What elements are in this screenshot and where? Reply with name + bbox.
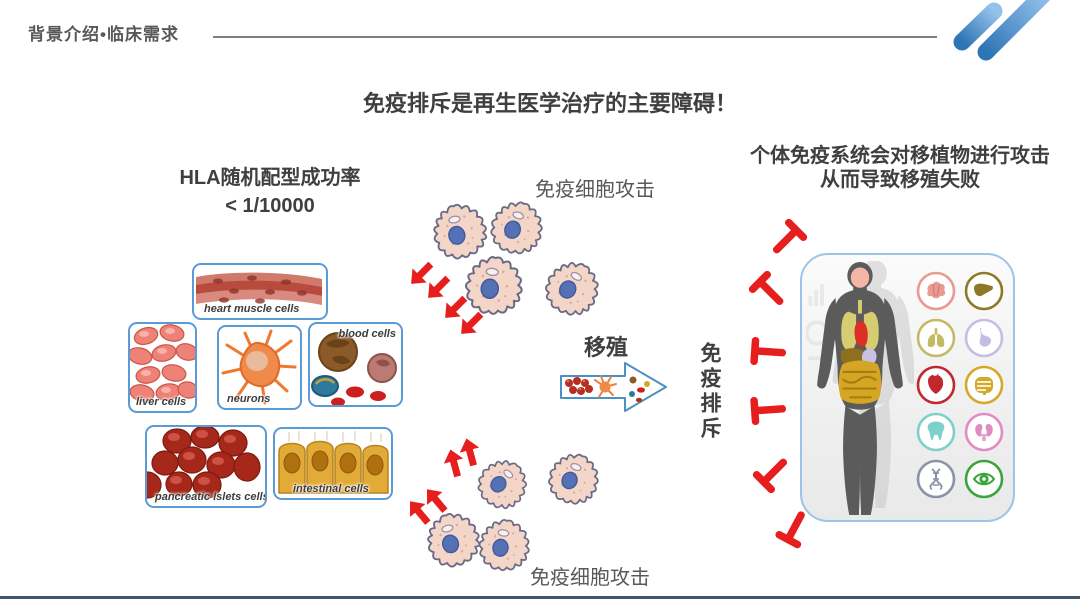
pancreatic-islets-cells-box: pancreatic Islets cells	[145, 425, 267, 508]
inhibition-tbar-icon	[747, 269, 792, 314]
immune-cell	[541, 445, 607, 512]
blood-cells-image	[311, 332, 397, 405]
transplant-label: 移殖	[583, 335, 628, 360]
inhibition-tbar-icon	[750, 336, 787, 368]
immune-rejection-label: 免疫排斥	[698, 342, 721, 442]
brand-logo-icon	[953, 0, 1051, 61]
hla-line1: HLA随机配型成功率	[179, 167, 361, 189]
liver-cells-image	[130, 324, 195, 402]
cell-box-label: liver cells	[136, 396, 187, 408]
liver-cells-box: liver cells	[128, 322, 197, 413]
lungs-icon	[916, 318, 956, 358]
breadcrumb: 背景介绍•临床需求	[28, 25, 179, 44]
inhibition-tbar-icon	[764, 217, 809, 262]
inhibition-tbar-icon	[750, 394, 787, 426]
caption-line2: 从而导致移殖失败	[820, 169, 980, 191]
human-body-figure	[806, 261, 914, 516]
hla-line2: < 1/10000	[225, 195, 315, 217]
neurons-image	[221, 329, 297, 405]
header-divider	[213, 36, 937, 38]
tooth-icon	[916, 412, 956, 452]
neurons-box: neurons	[217, 325, 302, 410]
immune-cell	[536, 252, 609, 325]
heart-icon	[916, 365, 956, 405]
cell-box-label: blood cells	[338, 328, 396, 340]
intestinal-cells-image	[278, 431, 389, 494]
pancreatic-islets-cells-image	[147, 427, 261, 499]
immune-cell-attack-label-bottom: 免疫细胞攻击	[530, 567, 650, 589]
kidney-icon	[964, 412, 1004, 452]
stomach-icon	[964, 318, 1004, 358]
cell-box-label: heart muscle cells	[204, 303, 300, 315]
dna-icon	[916, 459, 956, 499]
cell-box-label: neurons	[227, 393, 271, 405]
brain-icon	[916, 271, 956, 311]
heart-muscle-cells-box: heart muscle cells	[192, 263, 328, 320]
caption-line1: 个体免疫系统会对移植物进行攻击	[750, 145, 1050, 167]
transplant-arrow	[560, 362, 667, 412]
cell-box-label: intestinal cells	[293, 483, 369, 495]
intestine-icon	[964, 365, 1004, 405]
footer-divider	[0, 596, 1080, 599]
eye-icon	[964, 459, 1004, 499]
heart-muscle-cells-image	[196, 272, 322, 305]
organ-icon-grid	[916, 271, 1004, 499]
human-body-panel	[800, 253, 1015, 522]
inhibition-tbar-icon	[751, 450, 796, 495]
liver-icon	[964, 271, 1004, 311]
immune-attack-caption: 个体免疫系统会对移植物进行攻击 从而导致移殖失败	[725, 144, 1075, 192]
immune-cell	[475, 515, 534, 575]
cell-box-label: pancreatic Islets cells	[155, 491, 267, 503]
hla-success-rate: HLA随机配型成功率 < 1/10000	[150, 164, 390, 220]
intestinal-cells-box: intestinal cells	[273, 427, 393, 500]
immune-cell-attack-label-top: 免疫细胞攻击	[535, 179, 655, 201]
blood-cells-box: blood cells	[308, 322, 403, 407]
slide-title: 免疫排斥是再生医学治疗的主要障碍！	[362, 91, 737, 116]
